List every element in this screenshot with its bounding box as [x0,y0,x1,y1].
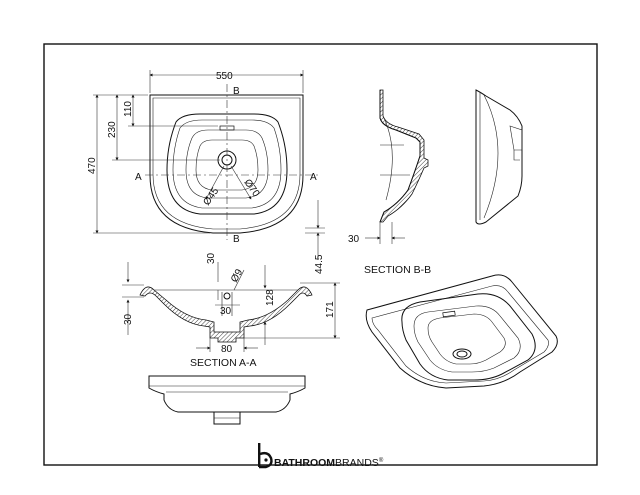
section-mark-b-top: B [233,86,240,97]
plan-view: Ø45 Ø70 B B A A 550 470 230 110 44.5 [87,70,325,274]
drawing-border [43,43,598,466]
isometric-view [365,274,558,389]
dim-overflow-diameter: Ø9 [229,267,245,284]
iso-waste-inner [456,350,468,358]
dim-section-b-rim: 30 [348,234,360,245]
dim-waste-width: 80 [221,344,233,355]
section-mark-a-right: A [310,172,317,183]
dim-bowl-depth: 128 [265,289,276,306]
section-a-view: Ø9 30 30 30 128 171 80 SECTION A-A [122,252,340,369]
brand-logo: BATHROOMBRANDS® [258,443,384,469]
overflow-slots [219,125,235,131]
brand-name-light: BRANDS [335,457,379,469]
section-mark-b-bottom: B [233,234,240,245]
dim-width: 550 [216,71,233,82]
dim-tap-offset: 230 [107,121,118,138]
dim-section-a-rim: 30 [123,313,134,325]
section-b-view: 30 SECTION B-B [348,89,431,276]
section-b-caption: SECTION B-B [364,264,431,276]
brand-trademark: ® [379,457,384,464]
brand-name: BATHROOMBRANDS® [274,457,384,469]
dim-waste-diameter: Ø45 [201,186,221,208]
dim-top-offset: 110 [123,101,134,117]
brand-name-bold: BATHROOM [274,457,335,469]
dim-total-height: 171 [325,301,336,318]
dim-lip: 44.5 [314,254,325,274]
dim-depth: 470 [87,157,98,174]
front-view [148,375,306,425]
brand-icon [258,443,273,469]
section-a-caption: SECTION A-A [190,357,257,369]
dim-section-a-overflow-depth: 30 [220,306,232,317]
dim-section-a-top: 30 [206,252,217,264]
iso-overflow [442,310,456,318]
side-view [475,89,523,225]
section-mark-a-left: A [135,172,142,183]
